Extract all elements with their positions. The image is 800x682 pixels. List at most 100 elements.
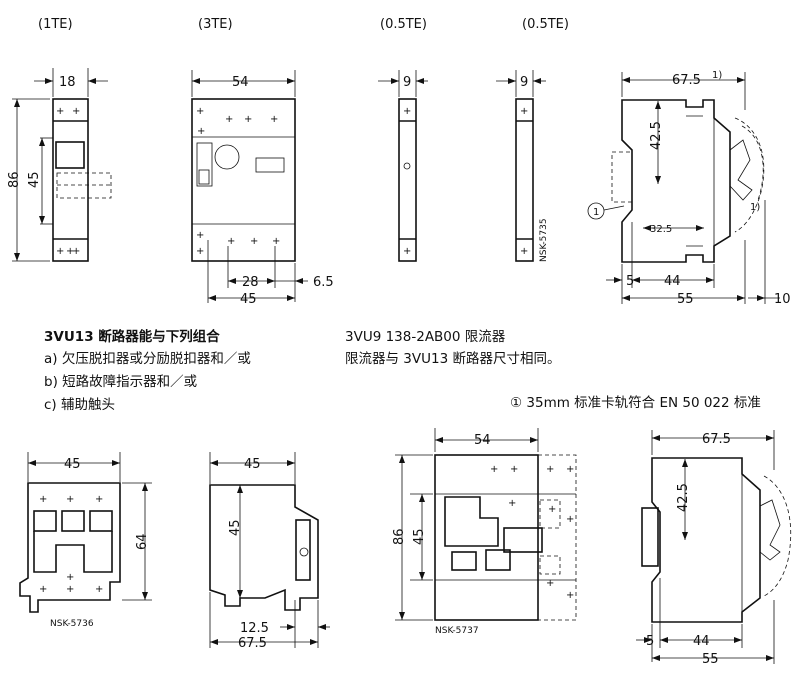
limiter-title: 3VU9 138-2AB00 限流器 — [345, 329, 506, 345]
svg-text:+: + — [566, 464, 574, 475]
drawing-0-5te-a: 9 + + — [378, 70, 428, 262]
dim-45-c-label: 45 — [244, 457, 261, 472]
svg-text:+: + — [95, 584, 103, 595]
dim-86-a-label: 86 — [7, 171, 22, 188]
dim-67-5-c-label: 67.5 — [702, 432, 731, 447]
caption-0-5te-a: (0.5TE) — [380, 17, 427, 32]
dim-42-5-a: 42.5 — [649, 101, 664, 184]
dim-86-a: 86 — [7, 98, 50, 262]
dim-64: 64 — [122, 482, 152, 601]
dim-9-b-label: 9 — [520, 75, 528, 90]
dim-6-5-label: 6.5 — [313, 275, 334, 290]
dim-86-b: 86 — [392, 454, 433, 621]
dim-6-5: 6.5 — [275, 263, 334, 302]
dim-44-b: 44 — [660, 624, 743, 649]
drawing-combined-front: 54 ++ ++ ++ ++ + 86 45 — [392, 428, 577, 636]
combination-item-c: c) 辅助触头 — [44, 397, 115, 413]
dim-55-b: 55 — [652, 600, 775, 667]
callout-rail-1-label: 1 — [593, 207, 599, 218]
drawing-0-5te-b: 9 + + NSK-5735 — [496, 70, 549, 262]
svg-text:+: + — [403, 246, 411, 257]
limiter-note: 限流器与 3VU13 断路器尺寸相同。 — [345, 351, 561, 367]
svg-text:+: + — [72, 246, 80, 257]
dim-18-label: 18 — [59, 75, 76, 90]
svg-text:+: + — [227, 236, 235, 247]
dim-45-b-height: 45 — [410, 493, 433, 581]
dim-67-5-c: 67.5 — [651, 430, 775, 470]
svg-text:+: + — [197, 126, 205, 137]
svg-text:+: + — [508, 498, 516, 509]
dim-9-a-label: 9 — [403, 75, 411, 90]
drawing-3te-front: 54 ++ ++ + ++ ++ + 28 6.5 — [191, 70, 334, 307]
dim-67-5-top-label: 67.5 — [672, 73, 701, 88]
dim-67-5-top: 67.5 1) — [621, 70, 746, 110]
combination-item-a: a) 欠压脱扣器或分励脱扣器和／或 — [44, 351, 251, 367]
svg-text:+: + — [56, 246, 64, 257]
dim-54-b: 54 — [434, 428, 539, 452]
drawing-side-view-bottom: 67.5 42.5 5 44 — [636, 430, 792, 667]
dim-54-b-label: 54 — [474, 433, 491, 448]
svg-text:+: + — [403, 106, 411, 117]
dim-9-b: 9 — [496, 70, 546, 97]
svg-text:+: + — [250, 236, 258, 247]
svg-text:+: + — [66, 494, 74, 505]
dim-42-5-b-label: 42.5 — [676, 483, 691, 512]
svg-text:+: + — [95, 494, 103, 505]
svg-text:+: + — [520, 246, 528, 257]
dim-55-a-label: 55 — [677, 292, 694, 307]
svg-text:+: + — [520, 106, 528, 117]
svg-text:+: + — [66, 572, 74, 583]
svg-text:+: + — [272, 236, 280, 247]
dim-9-a: 9 — [378, 70, 428, 97]
svg-text:+: + — [225, 114, 233, 125]
caption-1te: (1TE) — [38, 17, 73, 32]
svg-text:+: + — [56, 106, 64, 117]
dim-45-b-label: 45 — [64, 457, 81, 472]
dim-64-label: 64 — [135, 533, 150, 550]
svg-text:+: + — [244, 114, 252, 125]
combination-item-b: b) 短路故障指示器和／或 — [44, 374, 198, 390]
dim-18: 18 — [34, 68, 108, 97]
dim-44-a: 44 — [632, 264, 715, 289]
dim-42-5-a-label: 42.5 — [649, 121, 664, 150]
dim-42-5-b: 42.5 — [676, 459, 691, 540]
dim-67-5-b-label: 67.5 — [238, 636, 267, 651]
footnote-mark-top: 1) — [712, 70, 722, 81]
caption-0-5te-b: (0.5TE) — [522, 17, 569, 32]
svg-text:+: + — [548, 504, 556, 515]
dim-28: 28 — [227, 246, 276, 290]
drawing-side-view-top: 67.5 1) 42.5 32.5 1 1) — [587, 70, 791, 307]
dim-12-5-label: 12.5 — [240, 621, 269, 636]
rail-standard-note: ① 35mm 标准卡轨符合 EN 50 022 标准 — [510, 395, 761, 411]
dim-44-a-label: 44 — [664, 274, 681, 289]
svg-text:+: + — [196, 246, 204, 257]
dim-45-b: 45 — [27, 452, 121, 482]
dim-45-a: 45 — [27, 137, 53, 225]
dim-45-c-height: 45 — [228, 485, 243, 598]
callout-rail-1: 1 — [587, 202, 625, 220]
dim-55-a: 55 — [622, 240, 746, 307]
svg-text:+: + — [566, 590, 574, 601]
combination-title: 3VU13 断路器能与下列组合 — [44, 329, 220, 345]
dim-32-5-label: 32.5 — [650, 224, 672, 235]
dim-45-b-height-label: 45 — [412, 528, 427, 545]
drawing-ref-nsk-5737: NSK-5737 — [435, 626, 479, 636]
svg-text:+: + — [546, 578, 554, 589]
dim-45-w-label: 45 — [240, 292, 257, 307]
svg-text:+: + — [566, 514, 574, 525]
dim-44-b-label: 44 — [693, 634, 710, 649]
dim-28-label: 28 — [242, 275, 259, 290]
dim-67-5-b: 67.5 — [209, 592, 318, 651]
svg-text:+: + — [196, 230, 204, 241]
dim-5-b-label: 5 — [646, 634, 654, 649]
svg-text:+: + — [66, 246, 74, 257]
drawing-ref-nsk-5736: NSK-5736 — [50, 619, 94, 629]
dim-45-c-height-label: 45 — [228, 519, 243, 536]
dim-5-a: 5 — [606, 222, 640, 304]
dim-45-c: 45 — [209, 452, 296, 484]
dim-10: 10 — [748, 200, 791, 307]
svg-text:+: + — [66, 584, 74, 595]
svg-text:+: + — [196, 106, 204, 117]
svg-text:+: + — [39, 584, 47, 595]
